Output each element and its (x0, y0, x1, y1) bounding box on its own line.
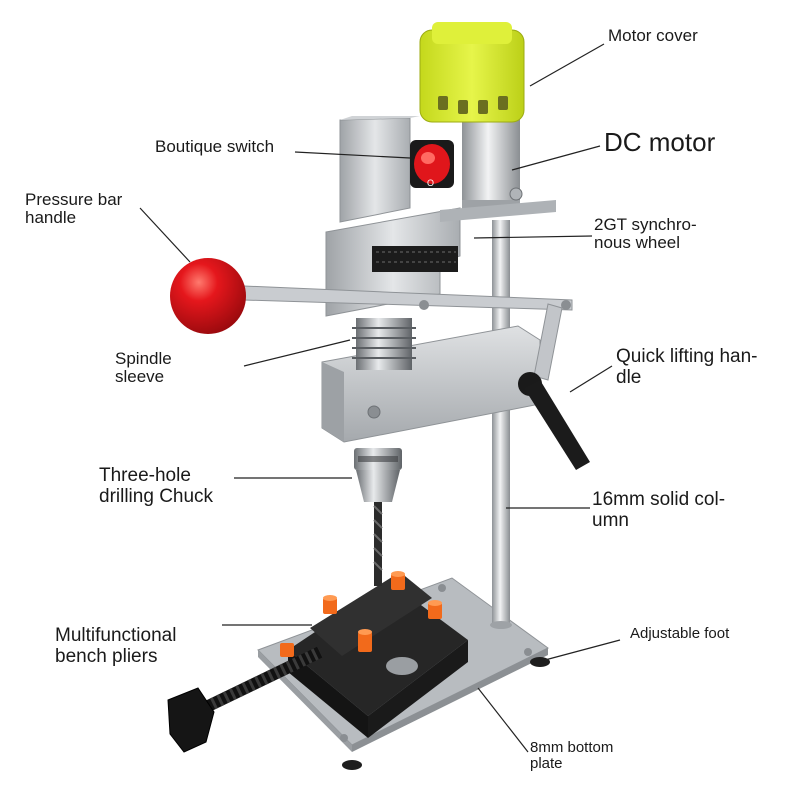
leader-sync-wheel (473, 235, 593, 239)
svg-text:O: O (427, 178, 434, 188)
quick-lifting-handle (518, 372, 590, 470)
leader-lines (139, 43, 621, 753)
label-bottom-plate: 8mm bottom plate (530, 739, 614, 773)
vise-pins (280, 571, 442, 657)
motor-cover (419, 22, 525, 123)
label-drilling-chuck: Three-hole drilling Chuck (99, 465, 214, 507)
leader-switch (294, 151, 411, 159)
leader-spindle (243, 339, 351, 367)
pressure-ball (170, 258, 246, 334)
label-sync-wheel: 2GT synchro- nous wheel (594, 215, 697, 253)
drill-bit (373, 500, 383, 586)
pressure-bar (170, 258, 573, 381)
label-bench-pliers: Multifunctional bench pliers (55, 625, 177, 667)
leader-dc-motor (511, 145, 601, 171)
spindle-sleeve (352, 318, 416, 370)
label-adjustable-foot: Adjustable foot (630, 625, 730, 642)
label-solid-column: 16mm solid col- umn (592, 489, 726, 531)
label-pressure-bar-handle: Pressure bar handle (25, 190, 123, 228)
leader-pressure-handle (139, 207, 191, 263)
switch-box: O (339, 116, 454, 223)
leader-plate (477, 687, 529, 753)
label-dc-motor: DC motor (604, 127, 716, 157)
bench-vise (167, 571, 468, 753)
upper-housing (325, 207, 461, 317)
label-quick-lifting-handle: Quick lifting han- dle (616, 346, 758, 388)
drill-chuck (354, 448, 402, 502)
dc-motor (440, 118, 556, 222)
leader-quick-handle (569, 365, 613, 393)
label-spindle-sleeve: Spindle sleeve (115, 349, 172, 387)
leader-foot (544, 639, 621, 661)
label-motor-cover: Motor cover (608, 26, 698, 45)
solid-column (490, 220, 512, 629)
leader-motor-cover (529, 43, 605, 87)
label-boutique-switch: Boutique switch (155, 137, 275, 156)
